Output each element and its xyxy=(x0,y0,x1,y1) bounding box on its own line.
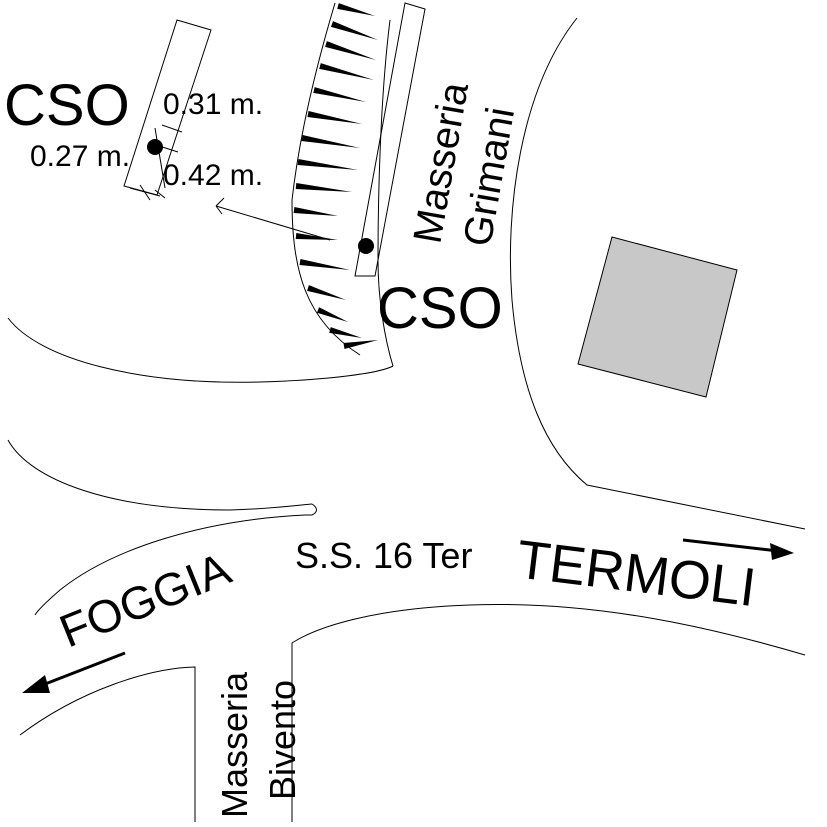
hachure-tick xyxy=(343,340,378,349)
hachure-tick xyxy=(307,111,362,124)
hachure-tick xyxy=(301,135,360,148)
hachure-tick xyxy=(325,41,376,60)
cso-marker-mid xyxy=(358,238,374,254)
hachure-tick xyxy=(319,63,374,80)
slope-hachures xyxy=(293,3,378,349)
hachure-tick xyxy=(307,285,346,300)
hachure-tick xyxy=(313,87,366,102)
hachure-tick xyxy=(331,21,378,40)
cso-label-top: CSO xyxy=(4,73,130,138)
cso-label-mid: CSO xyxy=(377,276,503,341)
road-name-label: S.S. 16 Ter xyxy=(295,535,472,576)
hachure-tick xyxy=(316,307,348,322)
masseria-bivento-line2: Bivento xyxy=(262,680,303,800)
hachure-tick xyxy=(337,3,375,17)
hachure-tick xyxy=(295,183,352,192)
hachure-tick xyxy=(297,159,358,170)
ditch-strips xyxy=(123,2,426,277)
arrow-left-icon xyxy=(22,651,126,693)
arrow-right-icon xyxy=(682,538,794,560)
dimension-042: 0.42 m. xyxy=(163,159,263,192)
hachure-tick xyxy=(293,207,338,216)
road-edges xyxy=(7,17,806,822)
building xyxy=(577,236,738,398)
embankment xyxy=(291,2,394,367)
dimension-027: 0.27 m. xyxy=(30,140,130,173)
dimension-leader xyxy=(154,127,331,241)
hachure-tick xyxy=(299,259,350,270)
termoli-label: TERMOLI xyxy=(514,529,760,618)
hachure-tick xyxy=(329,327,362,338)
cso-marker-top xyxy=(147,139,163,155)
foggia-label: FOGGIA xyxy=(52,542,238,657)
masseria-bivento-line1: Masseria xyxy=(214,671,255,818)
dimension-031: 0.31 m. xyxy=(163,88,263,121)
